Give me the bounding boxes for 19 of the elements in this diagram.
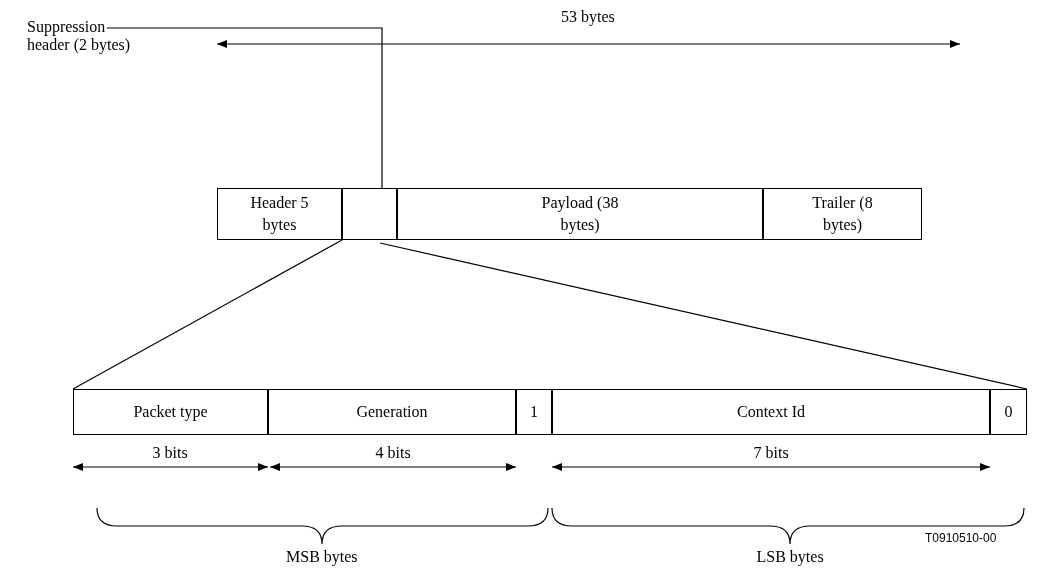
bit-width-label: 4 bits	[375, 444, 411, 462]
field-box: Trailer (8 bytes)	[763, 188, 922, 240]
field-label: Suppression header (2 bytes)	[27, 18, 147, 54]
field-box: 0	[990, 389, 1027, 435]
expansion-line	[379, 242, 1028, 390]
field-box: Payload (38 bytes)	[397, 188, 763, 240]
field-box: Packet type	[73, 389, 268, 435]
group-label: LSB bytes	[756, 548, 824, 566]
field-box: Header 5 bytes	[217, 188, 342, 240]
field-box: Generation	[268, 389, 516, 435]
field-box: 1	[516, 389, 552, 435]
figure-id: T0910510-00	[925, 531, 997, 545]
group-label: MSB bytes	[286, 548, 358, 566]
leader-line	[106, 27, 383, 189]
dimension-label: 53 bytes	[561, 8, 615, 26]
bit-width-label: 3 bits	[152, 444, 188, 462]
bit-width-label: 7 bits	[753, 444, 789, 462]
expansion-line	[72, 239, 343, 390]
field-box: Context Id	[552, 389, 990, 435]
